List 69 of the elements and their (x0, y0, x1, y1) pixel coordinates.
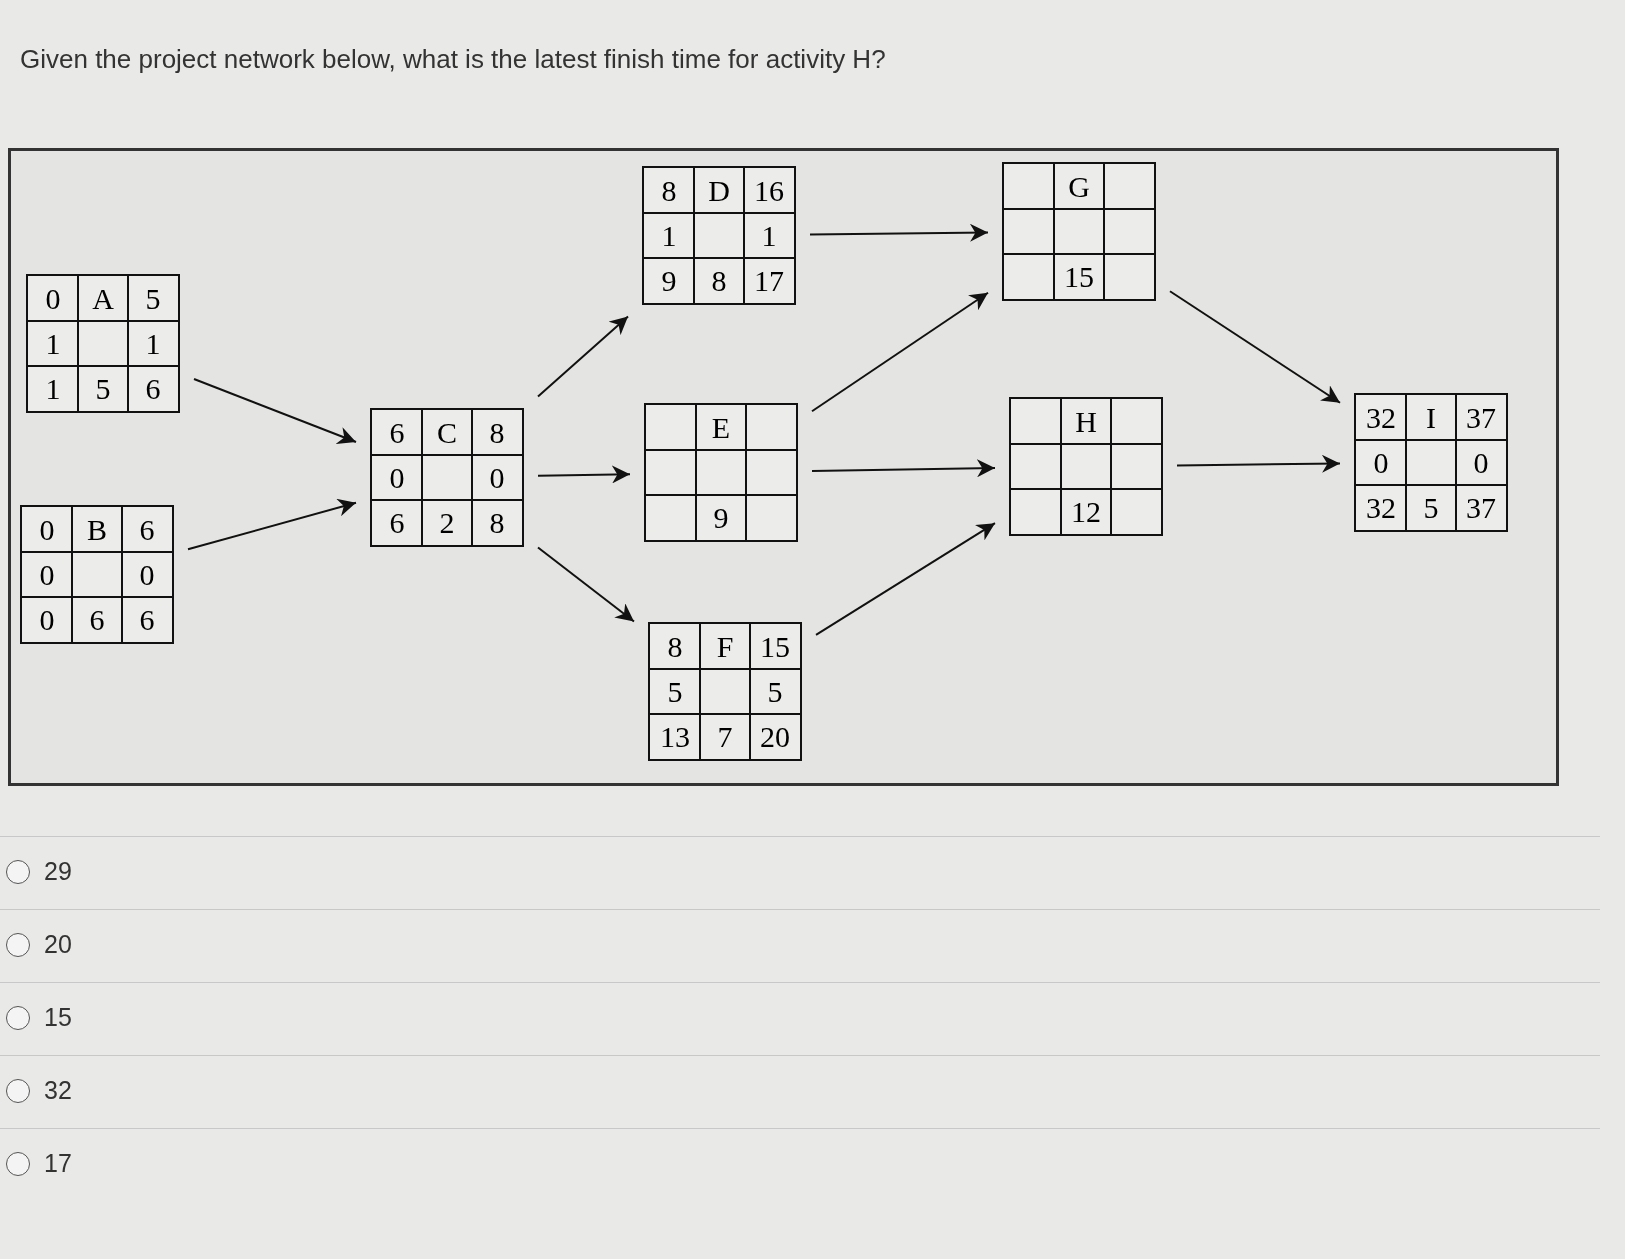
grid-value: 9 (661, 263, 677, 298)
grid-value: 6 (139, 602, 155, 637)
grid-value: 0 (39, 512, 55, 547)
activity-box (1002, 162, 1156, 301)
grid-value: 15 (760, 629, 790, 664)
grid-value: 6 (139, 512, 155, 547)
grid-value: I (1426, 400, 1436, 435)
activity-box (648, 622, 802, 761)
grid-value: 6 (389, 415, 405, 450)
grid-value: 1 (761, 218, 777, 253)
grid-value: 15 (1064, 259, 1094, 294)
activity-box (20, 505, 174, 644)
grid-value: 12 (1071, 494, 1101, 529)
grid-value: 5 (1423, 490, 1439, 525)
grid-value: 5 (667, 674, 683, 709)
activity-box (370, 408, 524, 547)
grid-value: 0 (45, 281, 61, 316)
grid-value: 5 (145, 281, 161, 316)
grid-value: D (708, 173, 730, 208)
grid-value: C (437, 415, 457, 450)
grid-value: 7 (717, 719, 733, 754)
grid-value: 37 (1466, 400, 1496, 435)
grid-value: 37 (1466, 490, 1496, 525)
grid-value: 5 (95, 371, 111, 406)
grid-value: 20 (760, 719, 790, 754)
activity-box (1009, 397, 1163, 536)
grid-value: 1 (661, 218, 677, 253)
answer-option: 32 (44, 1076, 72, 1105)
grid-value: 32 (1366, 400, 1396, 435)
grid-value: 8 (711, 263, 727, 298)
grid-value: 13 (660, 719, 690, 754)
grid-value: 1 (145, 326, 161, 361)
grid-value: 0 (489, 460, 505, 495)
grid-value: 6 (145, 371, 161, 406)
answer-option: 17 (44, 1149, 72, 1178)
activity-box (644, 403, 798, 542)
grid-value: G (1068, 169, 1090, 204)
answer-option: 15 (44, 1003, 72, 1032)
grid-value: 5 (767, 674, 783, 709)
grid-value: 9 (713, 500, 729, 535)
grid-value: E (711, 410, 731, 445)
grid-value: 8 (489, 415, 505, 450)
grid-value: 8 (661, 173, 677, 208)
grid-value: 1 (45, 371, 61, 406)
grid-value: 0 (389, 460, 405, 495)
question-text: Given the project network below, what is the latest finish time for activity H? (20, 44, 886, 75)
grid-value: 6 (389, 505, 405, 540)
grid-value: 2 (439, 505, 455, 540)
grid-value: F (716, 629, 734, 664)
grid-value: 32 (1366, 490, 1396, 525)
activity-box (26, 274, 180, 413)
grid-value: 8 (489, 505, 505, 540)
grid-value: 1 (45, 326, 61, 361)
grid-value: 0 (39, 602, 55, 637)
grid-value: 0 (139, 557, 155, 592)
grid-value: H (1075, 404, 1097, 439)
grid-value: 0 (1373, 445, 1389, 480)
grid-value: 0 (1473, 445, 1489, 480)
grid-value: B (87, 512, 107, 547)
grid-value: A (92, 281, 114, 316)
activity-box (642, 166, 796, 305)
grid-value: 8 (667, 629, 683, 664)
grid-value: 6 (89, 602, 105, 637)
answer-option: 29 (44, 857, 72, 886)
grid-value: 17 (754, 263, 784, 298)
grid-value: 16 (754, 173, 784, 208)
grid-value: 0 (39, 557, 55, 592)
activity-box (1354, 393, 1508, 532)
answer-option: 20 (44, 930, 72, 959)
